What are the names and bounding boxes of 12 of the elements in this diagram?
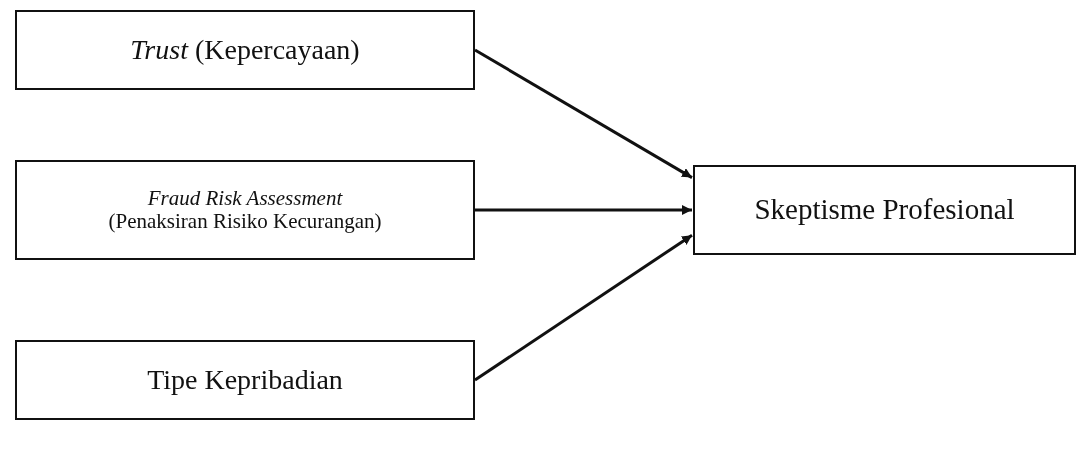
box-label: Trust (Kepercayaan) [130, 34, 360, 66]
concept-box [15, 10, 475, 90]
box-label: Skeptisme Profesional [754, 194, 1015, 226]
arrow [474, 48, 693, 179]
box-label: Fraud Risk Assessment [147, 186, 343, 210]
concept-box [15, 340, 475, 420]
arrow [474, 233, 693, 382]
box-label: (Penaksiran Risiko Kecurangan) [108, 210, 382, 234]
concept-box [693, 165, 1076, 255]
box-label: Tipe Kepribadian [147, 364, 343, 396]
concept-box [15, 160, 475, 260]
arrow [475, 205, 692, 215]
